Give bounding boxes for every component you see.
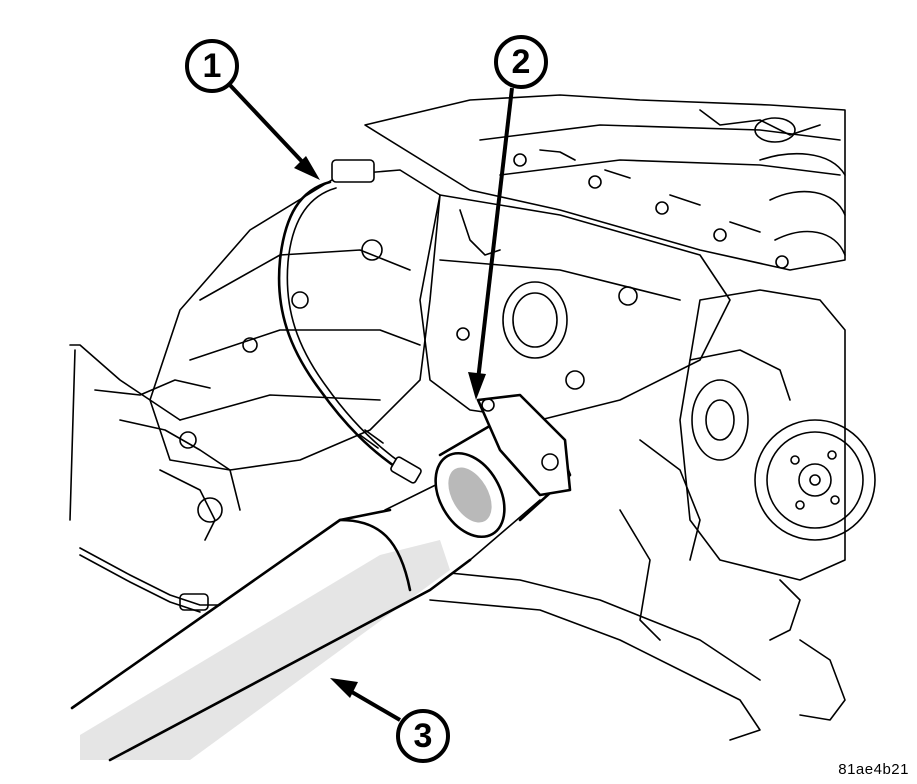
callout-label-1: 1	[203, 47, 222, 85]
callout-circle-2	[494, 35, 548, 89]
arrowhead-3	[330, 678, 358, 698]
callout-circle-3	[396, 709, 450, 763]
callout-circle-1	[185, 39, 239, 93]
callout-label-3: 3	[414, 717, 433, 755]
leader-line-2	[476, 87, 514, 381]
callout-1: 1	[185, 39, 320, 180]
engine-block-lineart	[69, 94, 876, 741]
figure-id-label: 81ae4b21	[838, 761, 909, 778]
leader-line-1	[226, 81, 312, 172]
arrowhead-2	[468, 372, 486, 400]
exhaust-pipe	[70, 393, 572, 762]
arrowhead-1	[294, 156, 320, 180]
callout-2: 2	[468, 35, 548, 400]
leader-line-3	[343, 686, 402, 722]
callout-label-2: 2	[512, 43, 531, 81]
callout-3: 3	[330, 678, 450, 763]
